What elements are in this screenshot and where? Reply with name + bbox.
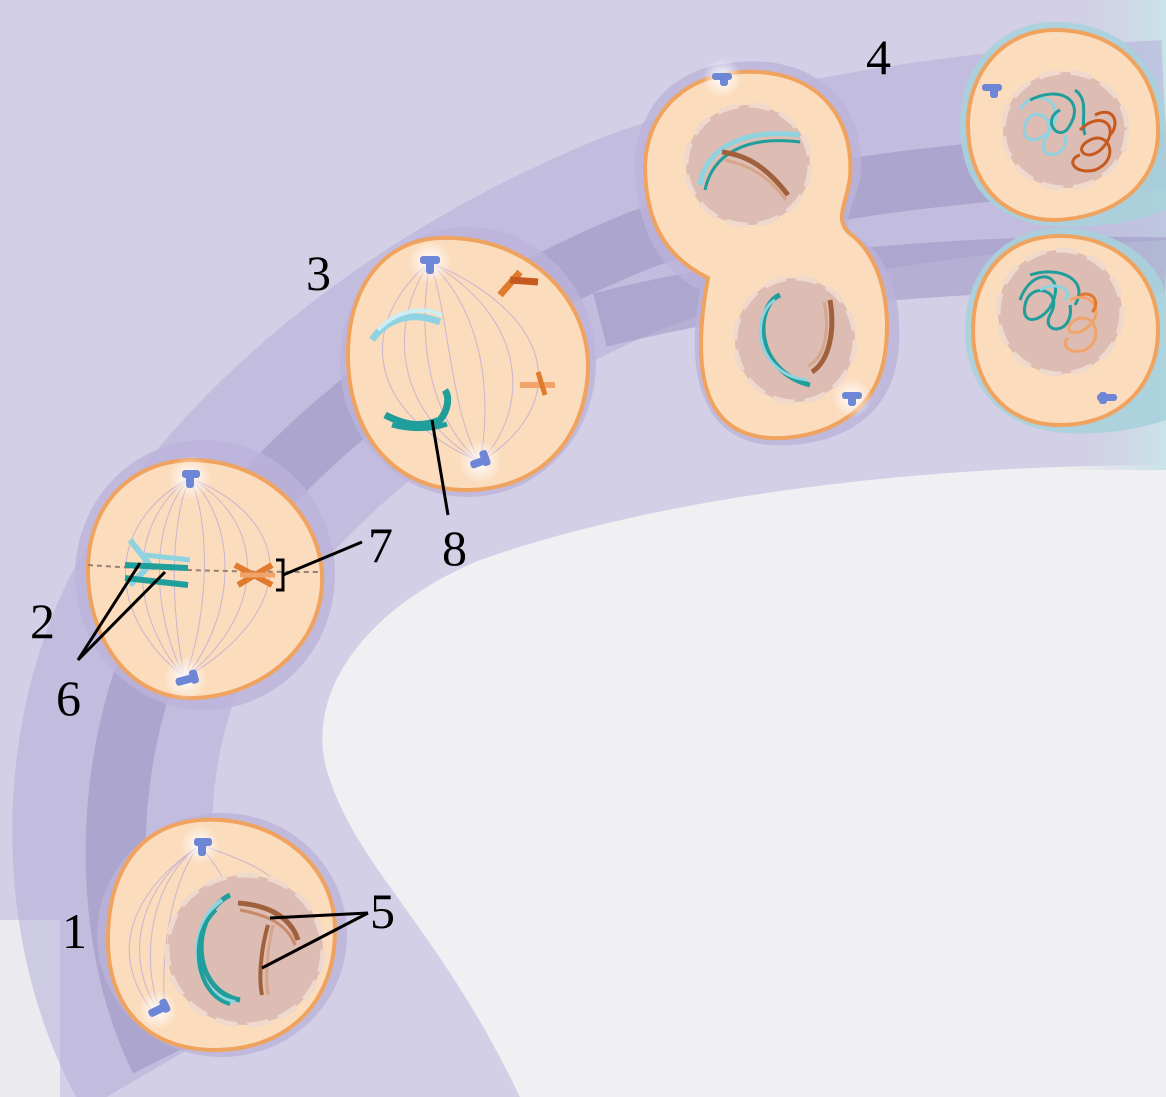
centrosome-icon (712, 73, 732, 86)
chromosomes (697, 131, 835, 388)
leader-7 (282, 540, 363, 577)
label-part-6: 6 (56, 670, 81, 726)
leader-5a (269, 911, 369, 920)
nucleus (995, 247, 1125, 377)
nucleus (732, 275, 858, 405)
daughter-cell-top (960, 22, 1166, 227)
leader-6b (76, 570, 167, 662)
chromatin (1018, 88, 1117, 173)
centrosome-icon (982, 84, 1002, 98)
centrosome-icon (470, 450, 491, 469)
centrosome-icon (842, 392, 862, 406)
label-part-5: 5 (370, 883, 395, 939)
cell-stage-3 (340, 227, 596, 497)
chromosomes (369, 269, 555, 432)
chromatin (1018, 270, 1098, 353)
label-stage-1: 1 (62, 903, 87, 959)
centrosome-icon (1097, 392, 1117, 404)
centrosome-icon (175, 669, 199, 686)
chromosomes (195, 892, 301, 1006)
centrosome-icon (182, 470, 200, 488)
label-stage-3: 3 (306, 245, 331, 301)
metaphase-plate (87, 564, 323, 573)
cell-stage-1 (97, 813, 347, 1057)
leader-5b (261, 911, 369, 970)
centrosome-icon (148, 998, 171, 1017)
label-stage-4: 4 (866, 29, 891, 85)
cell-stage-2 (75, 440, 335, 710)
leader-8 (430, 419, 450, 516)
cell-stage-4-dividing (635, 58, 900, 446)
label-stage-2: 2 (30, 593, 55, 649)
cell-membrane (85, 457, 325, 701)
leader-6a (76, 562, 142, 661)
centrosome-icon (420, 256, 440, 274)
centrosome-icon (194, 838, 212, 856)
label-part-8: 8 (442, 520, 467, 576)
daughter-cell-bottom (965, 228, 1166, 434)
leader-lines (76, 419, 450, 970)
label-part-7: 7 (368, 517, 393, 573)
